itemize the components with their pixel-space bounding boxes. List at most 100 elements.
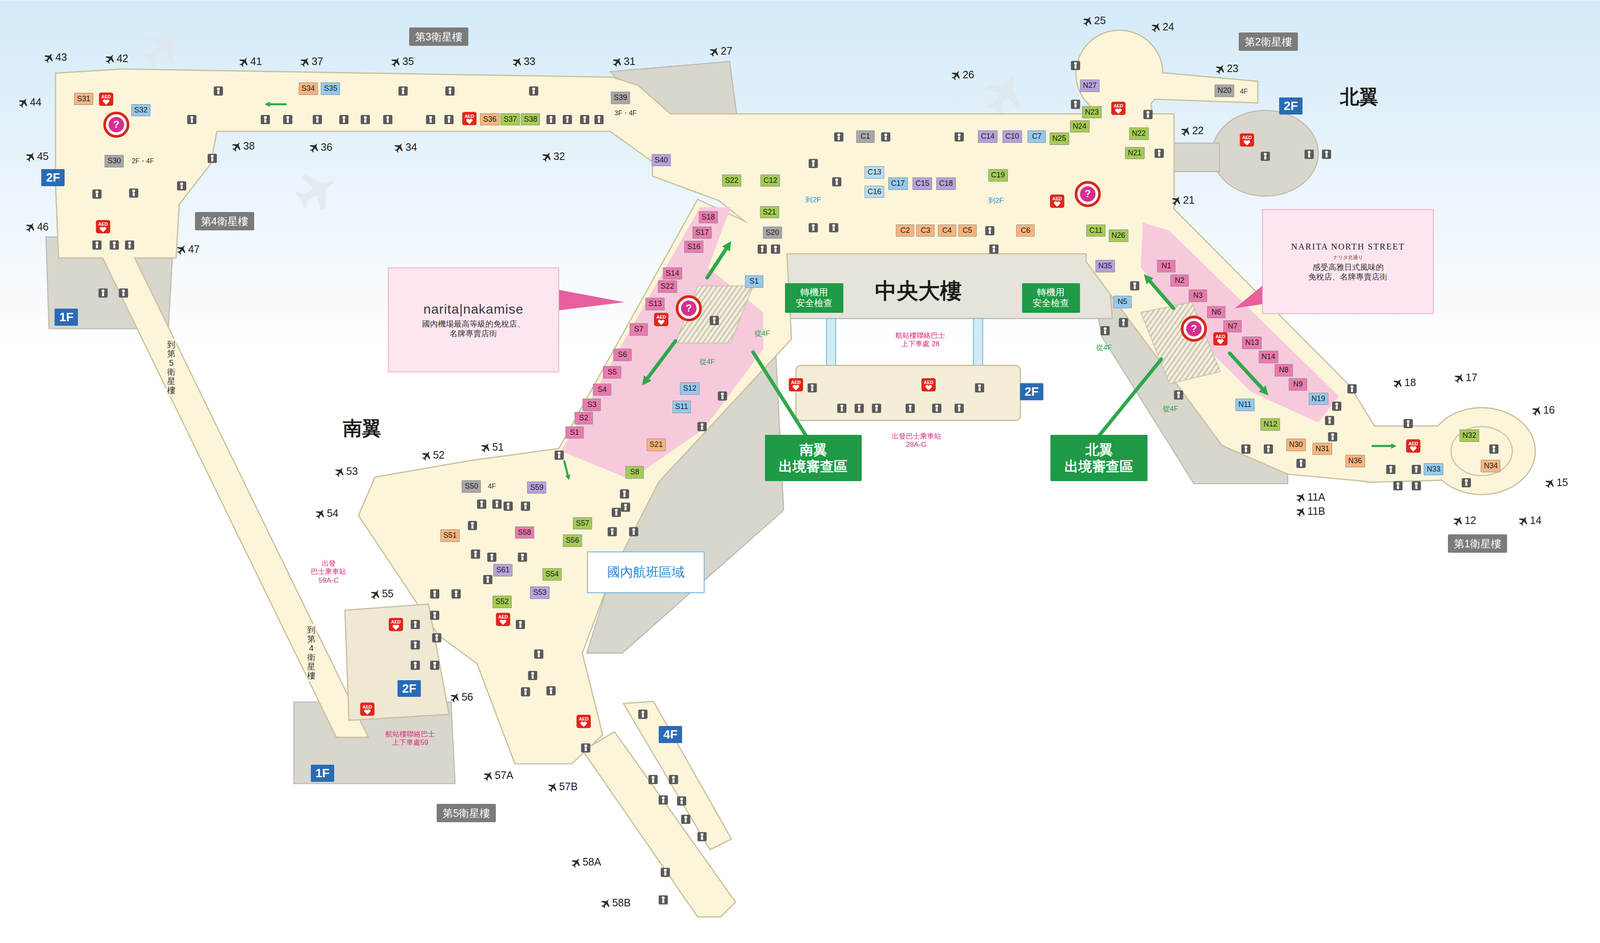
node-text: N8: [1278, 365, 1289, 375]
facility-icon: [834, 132, 844, 142]
icon-glyph: [1328, 420, 1331, 424]
shop-box: C17: [888, 177, 908, 190]
icon-glyph: [988, 227, 992, 231]
facility-icon: [517, 552, 528, 563]
aed-heart: [580, 721, 587, 728]
promo-box: NARITA NORTH STREETナリタ北通り感受高雅日式風味的 免稅店、名…: [1262, 209, 1434, 315]
icon-glyph: [364, 119, 367, 123]
node-text: N35: [1098, 261, 1113, 271]
aed-heart: [392, 625, 400, 631]
node-text: C5: [962, 226, 973, 236]
gate-plane-icon: [17, 95, 31, 110]
icon-glyph: [651, 776, 655, 780]
bus-floor-area: [795, 365, 1021, 421]
floor-badge: 2F: [41, 169, 65, 187]
gate-number: 57B: [559, 780, 578, 793]
gate-plane-icon: [1452, 371, 1467, 385]
icon-glyph: [1146, 111, 1150, 115]
facility-icon: [1070, 60, 1080, 70]
gate-number: 47: [187, 242, 200, 256]
icon-tile: [905, 403, 915, 413]
icon-glyph: [95, 245, 98, 249]
info-mark: ?: [1084, 188, 1091, 199]
icon-glyph: [1465, 482, 1468, 486]
icon-glyph: [210, 155, 214, 158]
shop-box: N12: [1260, 418, 1280, 431]
gate-plane-icon: [448, 690, 463, 705]
icon-tile: [989, 244, 999, 254]
node-text: S17: [695, 228, 709, 238]
node-text: 國內機場最高等級的免稅店、 名牌專賣店街: [419, 319, 528, 339]
icon-glyph: [774, 248, 777, 253]
facility-icon: [492, 499, 502, 509]
aed-label: AED: [362, 704, 373, 710]
gate-plane-icon: [949, 68, 963, 82]
info-mark: ?: [685, 303, 693, 314]
node-text: S7: [634, 325, 644, 335]
node-text: 1F: [59, 310, 74, 325]
icon-tile: [260, 115, 270, 125]
facility-icon: [410, 620, 420, 630]
facility-icon: [881, 132, 891, 142]
facility-icon: [1347, 384, 1357, 394]
facility-icon: [534, 649, 544, 659]
icon-glyph: [102, 292, 105, 297]
icon-glyph: [672, 776, 675, 780]
icon-glyph: [835, 181, 838, 185]
icon-glyph: [672, 779, 675, 783]
central-lower-area: [780, 253, 1113, 319]
icon-tile: [339, 115, 349, 125]
facility-icon: [1241, 444, 1251, 454]
gate-plane-icon: [24, 220, 38, 234]
icon-glyph: [557, 451, 561, 455]
icon-glyph: [112, 241, 116, 245]
shop-box: C2: [895, 224, 915, 238]
icon-glyph: [413, 641, 417, 645]
icon-tile: [487, 552, 497, 563]
node-text: S13: [648, 299, 662, 309]
node-text: C10: [1005, 132, 1020, 142]
shop-box: S6: [613, 348, 632, 362]
gate-plane-icon: [175, 242, 189, 257]
icon-tile: [125, 240, 135, 250]
icon-glyph: [521, 557, 524, 561]
node-text: C11: [1089, 226, 1103, 236]
icon-tile: [1143, 110, 1153, 120]
facility-icon: [717, 391, 728, 401]
icon-glyph: [128, 241, 132, 245]
node-text: N27: [1082, 81, 1097, 91]
icon-tile: [620, 489, 630, 499]
icon-glyph: [1308, 154, 1311, 158]
icon-glyph: [1122, 322, 1125, 326]
icon-glyph: [720, 392, 724, 396]
shop-box: N32: [1459, 429, 1480, 443]
node-text: S8: [630, 467, 640, 478]
node-text: S40: [654, 155, 668, 165]
icon-tile: [1174, 390, 1184, 400]
facility-icon: [1403, 419, 1413, 429]
node-text: C13: [867, 167, 882, 178]
gate-number: 54: [326, 507, 339, 520]
node-text: 感受高雅日式風味的 免稅店、名牌專賣店街: [1305, 262, 1390, 283]
facility-icon: [1322, 149, 1332, 159]
icon-glyph: [95, 190, 99, 194]
gate-plane-icon: [1170, 193, 1184, 208]
icon-glyph: [315, 116, 319, 120]
facility-icon: [620, 502, 630, 513]
icon-tile: [658, 895, 668, 905]
icon-glyph: [414, 645, 417, 649]
icon-glyph: [480, 500, 483, 504]
icon-glyph: [663, 869, 667, 873]
shop-box: N34: [1480, 460, 1501, 473]
icon-glyph: [1492, 445, 1496, 449]
facility-icon: [445, 86, 455, 96]
info-disc: [680, 300, 697, 317]
facility-icon: [527, 671, 538, 681]
icon-glyph: [958, 136, 961, 140]
icon-glyph: [1350, 388, 1353, 393]
icon-tile: [658, 795, 668, 805]
icon-tile: [1070, 60, 1080, 70]
icon-glyph: [566, 119, 569, 123]
node-text: S14: [665, 269, 680, 279]
